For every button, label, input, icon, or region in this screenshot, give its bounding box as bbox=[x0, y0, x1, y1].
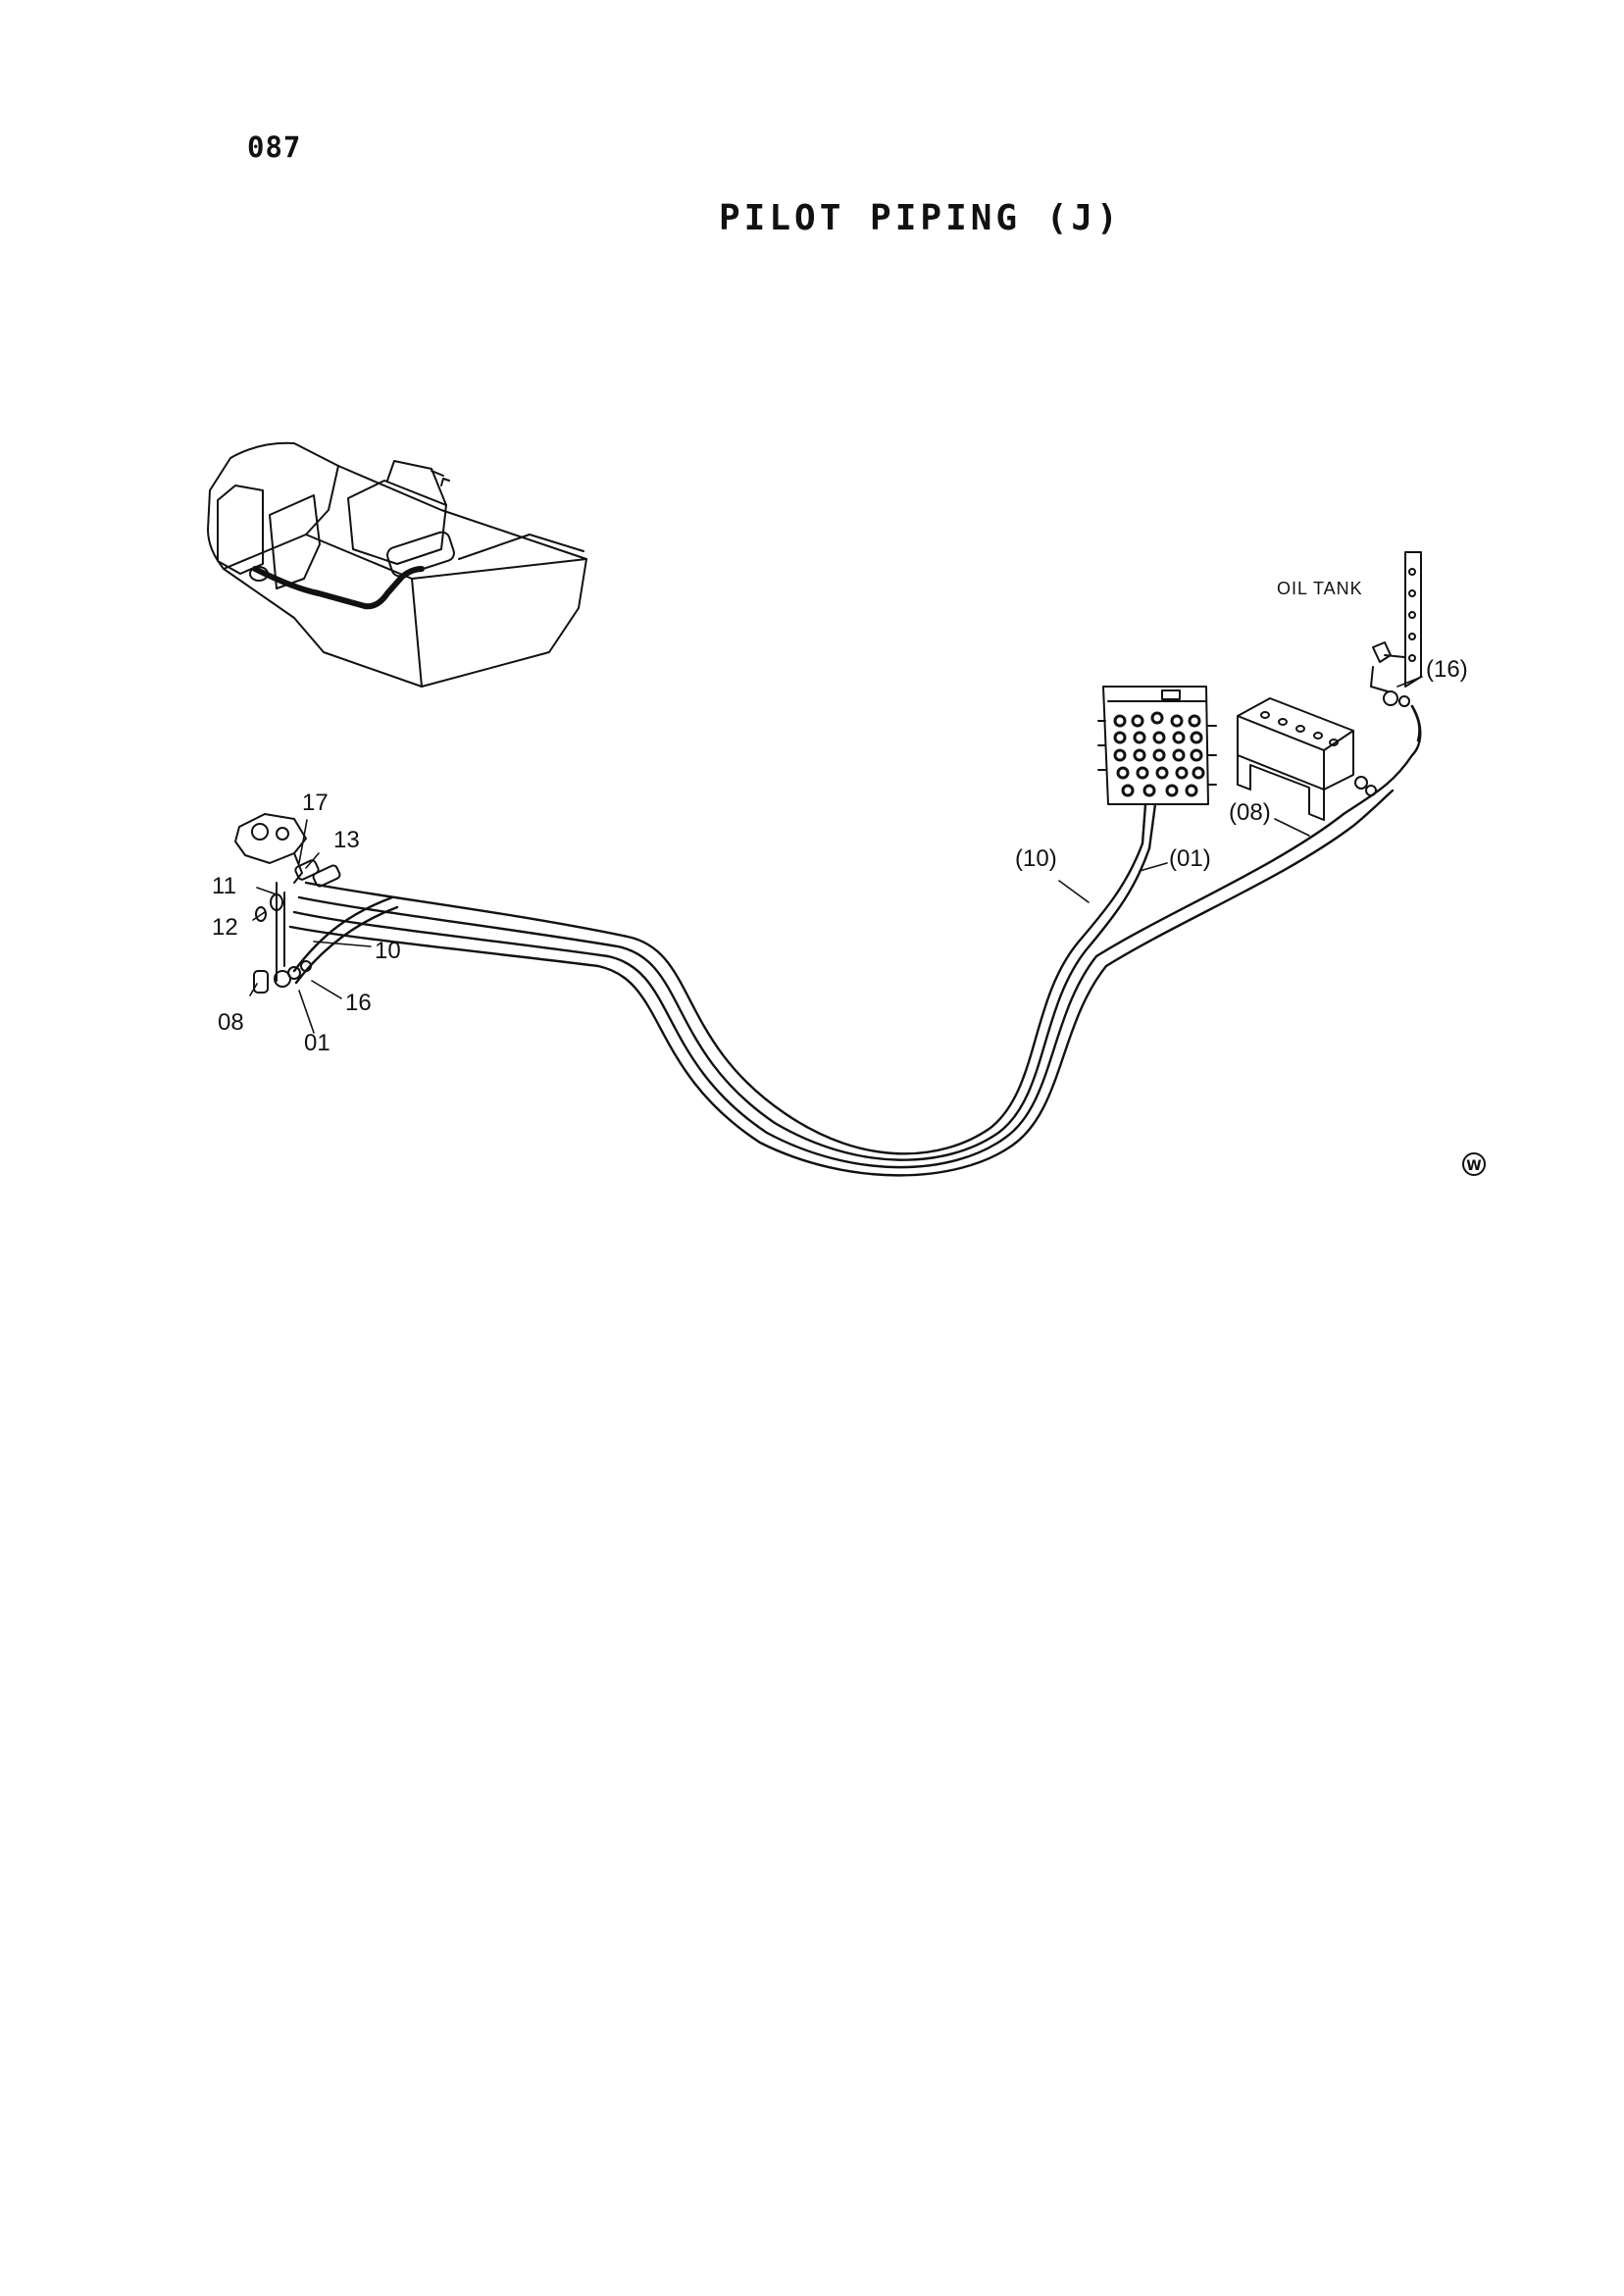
ref-label-01: (01) bbox=[1169, 845, 1211, 872]
page-title: PILOT PIPING (J) bbox=[719, 198, 1122, 238]
ref-label-16: (16) bbox=[1426, 656, 1468, 683]
svg-text:W: W bbox=[1466, 1158, 1481, 1174]
part-label-11: 11 bbox=[212, 873, 236, 899]
oil-tank-label: OIL TANK bbox=[1277, 579, 1363, 598]
excavator-overview-drawing bbox=[207, 441, 587, 688]
pilot-hose-bundle bbox=[288, 704, 1422, 1177]
part-label-10: 10 bbox=[375, 938, 401, 964]
circle-w-mark: W bbox=[1462, 1152, 1486, 1176]
ref-label-08: (08) bbox=[1229, 799, 1271, 826]
part-label-17: 17 bbox=[302, 790, 329, 816]
part-label-08: 08 bbox=[218, 1009, 244, 1036]
oil-tank-drawing bbox=[1370, 551, 1422, 707]
manifold-bracket-drawing bbox=[1237, 697, 1377, 821]
travel-valve-drawing bbox=[234, 813, 341, 994]
ref-label-10: (10) bbox=[1015, 845, 1057, 872]
part-label-16: 16 bbox=[345, 990, 372, 1016]
part-label-13: 13 bbox=[333, 827, 360, 853]
part-label-12: 12 bbox=[212, 914, 238, 941]
page-number: 087 bbox=[247, 130, 302, 164]
pilot-valve-block-drawing bbox=[1097, 686, 1217, 805]
part-label-01: 01 bbox=[304, 1030, 330, 1056]
leader-lines bbox=[249, 676, 1423, 1034]
